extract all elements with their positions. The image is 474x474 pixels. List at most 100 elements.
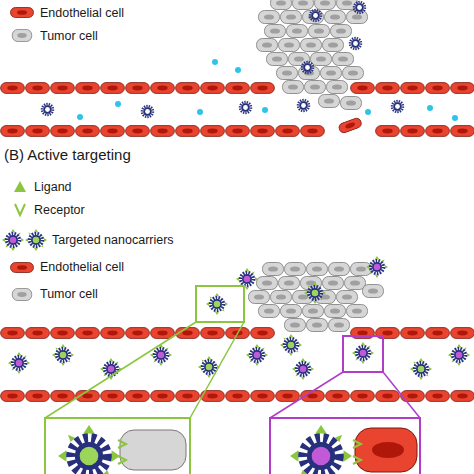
- receptor: [353, 440, 361, 464]
- endothelial-nucleus: [372, 442, 404, 458]
- vessel-wall: [375, 125, 474, 137]
- nanocarrier: [302, 62, 313, 73]
- legend-text: Endothelial cell: [40, 260, 240, 274]
- tumor-cell: [307, 319, 328, 332]
- panel-label: (B) Active targeting: [4, 146, 264, 163]
- tumor-cell: [263, 263, 284, 276]
- nanocarrier: [240, 102, 251, 113]
- tumor-cell: [287, 25, 308, 38]
- tumor-cell: [259, 305, 280, 318]
- tumor-cell: [323, 277, 344, 290]
- tumor-cell: [265, 25, 286, 38]
- zoom-box: [343, 336, 383, 372]
- nanocarrier: [392, 101, 403, 112]
- nanocarrier: [354, 2, 365, 13]
- tumor-cell: [337, 291, 358, 304]
- zoom-line: [45, 322, 196, 418]
- targeted-nanocarrier: [150, 344, 172, 366]
- nanocarrier: [310, 10, 321, 21]
- zoom-line: [383, 372, 420, 418]
- targeted-nanocarrier: [198, 356, 220, 378]
- tumor-cell: [321, 67, 342, 80]
- nanocarrier: [42, 104, 53, 115]
- drug-dot: [365, 109, 371, 115]
- endothelial-icon: [11, 8, 34, 18]
- tumor-cell: [327, 81, 348, 94]
- targeted-nanocarrier-icon: [25, 229, 47, 251]
- tumor-cell: [249, 291, 270, 304]
- tumor-cell: [303, 305, 324, 318]
- targeted-nanocarrier-large: [58, 425, 120, 474]
- tumor-icon: [12, 29, 32, 41]
- nanocarrier: [142, 106, 153, 117]
- drug-dot: [452, 115, 458, 121]
- tumor-cell: [319, 95, 340, 108]
- tumor-cell: [345, 277, 366, 290]
- drug-dot: [212, 59, 218, 65]
- targeted-nanocarrier: [292, 358, 314, 380]
- inset-box: [45, 418, 190, 474]
- targeted-nanocarrier-large: [290, 425, 352, 474]
- legend-text: Ligand: [34, 180, 234, 194]
- legend-icons-b: [2, 181, 47, 301]
- receptor-icon: [15, 204, 25, 215]
- tumor-cell: [325, 305, 346, 318]
- targeted-nanocarrier: [352, 342, 374, 364]
- targeted-nanocarrier: [410, 358, 432, 380]
- legend-icons-a: [11, 8, 34, 42]
- tumor-cell: [351, 263, 372, 276]
- tumor-cell: [271, 291, 292, 304]
- tumor-cell: [307, 263, 328, 276]
- tumor-cell: [333, 53, 354, 66]
- targeted-nanocarrier: [448, 344, 470, 366]
- tumor-cell: [271, 0, 292, 10]
- legend-text: Tumor cell: [40, 29, 240, 43]
- tumor-cell: [347, 305, 368, 318]
- tumor-cell-large: [120, 430, 186, 470]
- targeted-nanocarrier: [206, 293, 228, 315]
- vessel-wall: [0, 125, 325, 137]
- tumor-cell: [315, 0, 336, 10]
- tumor-cell: [303, 11, 324, 24]
- vessel-wall: [0, 82, 275, 94]
- tumor-cell: [305, 81, 326, 94]
- drug-dot: [115, 101, 121, 107]
- targeted-nanocarrier: [280, 334, 302, 356]
- blood-vessel-b: [0, 327, 474, 402]
- ligand-icon: [14, 181, 26, 192]
- targeted-nanocarrier: [52, 344, 74, 366]
- legend-text: Endothelial cell: [40, 6, 240, 20]
- drug-dot: [235, 67, 241, 73]
- endothelial-cell-large: [355, 428, 417, 472]
- endothelial-cell: [338, 117, 363, 134]
- tumor-cell: [267, 53, 288, 66]
- tumor-cell: [279, 39, 300, 52]
- tumor-cell: [347, 11, 368, 24]
- targeted-nanocarrier: [246, 344, 268, 366]
- receptor: [118, 440, 126, 464]
- zoom-callouts: [45, 286, 420, 474]
- targeted-nanocarrier: [304, 282, 326, 304]
- zoom-box: [196, 286, 244, 322]
- tumor-cell: [293, 0, 314, 10]
- tumor-cell: [363, 285, 384, 298]
- tumor-cell: [329, 263, 350, 276]
- tumor-cell: [257, 277, 278, 290]
- tumor-cell: [281, 305, 302, 318]
- tumor-cell: [279, 277, 300, 290]
- tumor-cell: [281, 11, 302, 24]
- tumor-cell: [309, 25, 330, 38]
- legend-text: Tumor cell: [40, 287, 240, 301]
- tumor-cell: [277, 67, 298, 80]
- tumor-cell: [323, 39, 344, 52]
- tumor-cell: [285, 263, 306, 276]
- blood-vessel-a: [0, 82, 474, 137]
- targeted-nanocarrier-icon: [2, 229, 24, 251]
- targeted-nanocarrier: [8, 352, 30, 374]
- targeted-nanocarrier: [366, 256, 388, 278]
- drug-dot: [262, 107, 268, 113]
- tumor-cell: [343, 67, 364, 80]
- tumor-cell: [301, 39, 322, 52]
- inset-box: [270, 418, 420, 474]
